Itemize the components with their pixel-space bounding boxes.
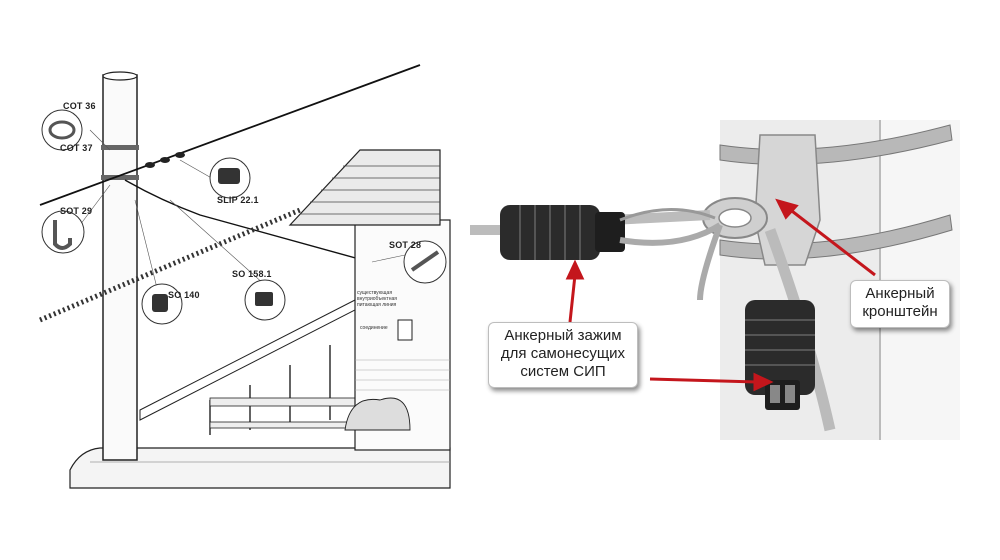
detail-cot [41,109,83,151]
installation-sketch [39,64,451,489]
lower-cable [39,207,301,323]
meter-box [397,319,413,341]
label-sot28: SOT 28 [389,240,422,250]
callout-bracket-line2: кронштейн [862,303,938,320]
pole [102,74,138,461]
label-cot37: COT 37 [60,143,93,153]
anchor-clamp-illustration [470,120,960,440]
label-so1581: SO 158.1 [232,269,272,279]
service-drop [124,179,371,263]
anchor-clamp-horizontal [500,205,625,260]
bush [344,397,411,431]
callout-anchor-clamp: Анкерный зажим для самонесущих систем СИ… [488,322,638,388]
pole-band-bottom [101,175,139,180]
anchor-bracket [754,134,821,266]
label-so140: SO 140 [168,290,200,300]
detail-slip221 [209,157,251,199]
installation-drawing: COT 36 COT 37 SOT 29 SLIP 22.1 SO 140 SO… [0,0,470,560]
callout-bracket-line1: Анкерный [865,285,935,302]
anchor-clamp-photo: Анкерный зажим для самонесущих систем СИ… [470,100,970,440]
pole-band-top [101,145,139,150]
callout-clamp-line3: систем СИП [520,363,606,380]
callout-clamp-line2: для самонесущих [500,345,626,362]
anchor-clamp-vertical [745,300,815,410]
roof [288,149,441,226]
callout-clamp-line1: Анкерный зажим [504,327,622,344]
note-connection: соединение [360,325,388,331]
annotation-arrows [565,198,876,392]
detail-sot28 [403,240,447,284]
label-slip221: SLIP 22.1 [217,195,259,205]
curb [69,447,451,489]
label-cot36: COT 36 [63,101,96,111]
detail-sot29 [41,210,85,254]
detail-so140 [141,283,183,325]
suspension-insulators [145,152,185,168]
detail-so1581 [244,279,286,321]
callout-anchor-bracket: Анкерный кронштейн [850,280,950,328]
note-existing-line: существующая внутриобъектная питающая ли… [357,290,397,308]
overhead-line [39,64,421,206]
label-sot29: SOT 29 [60,206,93,216]
